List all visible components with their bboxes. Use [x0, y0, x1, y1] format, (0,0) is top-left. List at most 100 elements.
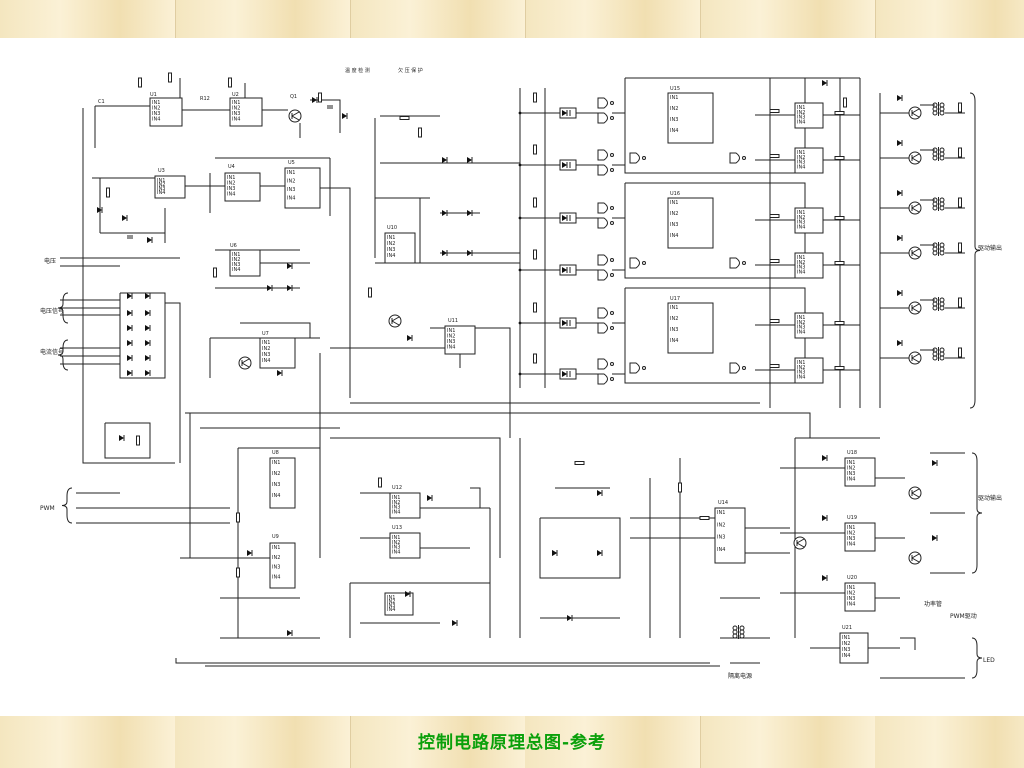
pin-label: IN1: [447, 328, 455, 334]
logic-gate: [610, 101, 614, 105]
pin-label: IN2: [287, 179, 295, 185]
resistor: [533, 144, 537, 155]
diode: [562, 267, 567, 273]
pin-label: IN4: [797, 164, 805, 170]
wire: [82, 108, 175, 464]
transistor: [911, 203, 920, 209]
diode: [127, 340, 132, 346]
ic-chip: [154, 175, 186, 199]
component-label: U7: [262, 331, 269, 337]
transistor: [391, 316, 400, 322]
label-left-top: 电压: [44, 257, 56, 265]
component-label: U8: [272, 450, 279, 456]
logic-gate: [629, 362, 640, 374]
transistor: [241, 362, 250, 368]
diode: [427, 495, 432, 501]
pin-label: IN4: [227, 192, 235, 198]
resistor: [834, 216, 845, 220]
pin-label: IN2: [152, 106, 160, 112]
pin-label: IN1: [287, 170, 295, 176]
transistor: [911, 153, 920, 159]
pin-label: IN4: [797, 224, 805, 230]
pin-label: IN2: [717, 522, 725, 528]
pin-label: IN2: [227, 181, 235, 187]
logic-gate: [597, 112, 608, 124]
resistor: [958, 197, 962, 208]
ic-chip: [259, 337, 296, 369]
pin-label: IN4: [447, 345, 455, 351]
transformer: [939, 110, 945, 116]
component-label: U5: [288, 160, 295, 166]
diode: [897, 140, 902, 146]
pin-label: IN2: [797, 215, 805, 221]
diode: [145, 310, 150, 316]
resistor: [418, 127, 422, 138]
transformer: [739, 633, 745, 639]
label-power-tube: 功率管: [924, 600, 942, 608]
junction: [518, 111, 522, 115]
diode: [562, 215, 567, 221]
pin-label: IN2: [387, 241, 395, 247]
resistor: [533, 302, 537, 313]
pin-label: IN4: [262, 358, 270, 364]
diode: [145, 370, 150, 376]
pin-label: IN4: [232, 117, 240, 123]
transformer: [939, 205, 945, 211]
logic-gate: [597, 164, 608, 176]
transformer: [939, 151, 945, 157]
junction: [518, 163, 522, 167]
pin-label: IN4: [392, 509, 400, 515]
transistor: [288, 109, 302, 123]
pin-label: IN2: [797, 155, 805, 161]
logic-gate: [729, 362, 740, 374]
label-drive-output-top: 驱动输出: [978, 244, 1002, 252]
wire: [470, 487, 481, 508]
pin-label: IN1: [670, 305, 678, 311]
pin-label: IN2: [392, 540, 400, 546]
optocoupler: [559, 264, 577, 276]
transformer: [932, 110, 938, 116]
pin-label: IN2: [262, 346, 270, 352]
resistor: [958, 147, 962, 158]
ic-chip: [794, 147, 824, 174]
top-decorative-bar: [0, 0, 1024, 38]
logic-gate: [597, 149, 608, 161]
label-pwm-drive: PWM驱动: [950, 613, 977, 620]
pin-label: IN1: [392, 535, 400, 541]
pin-label: IN4: [387, 253, 395, 259]
transistor: [908, 201, 922, 215]
pin-label: IN2: [670, 106, 678, 112]
component-label: U19: [847, 515, 857, 521]
pin-label: IN4: [842, 653, 850, 659]
transistor: [796, 538, 805, 544]
transformer: [939, 106, 945, 112]
component-label: U20: [847, 575, 857, 581]
diode: [897, 340, 902, 346]
diode: [287, 285, 292, 291]
pin-label: IN1: [797, 105, 805, 111]
pin-label: IN2: [387, 599, 395, 605]
transformer: [739, 629, 745, 635]
transistor: [911, 307, 920, 313]
diode: [822, 515, 827, 521]
logic-gate: [642, 366, 646, 370]
label-undervoltage: 欠 压 保 护: [398, 67, 423, 74]
resistor: [399, 116, 410, 120]
diode: [145, 293, 150, 299]
logic-gate: [597, 217, 608, 229]
resistor: [843, 97, 847, 108]
pin-label: IN4: [670, 338, 678, 344]
optocoupler: [559, 107, 577, 119]
transformer: [932, 151, 938, 157]
diode: [552, 550, 557, 556]
resistor: [533, 197, 537, 208]
ic-chip: [844, 457, 876, 487]
resistor: [236, 512, 240, 523]
transistor: [911, 108, 920, 114]
pin-label: IN2: [847, 466, 855, 472]
ic-chip: [384, 592, 414, 616]
label-drive-output-mid: 驱动输出: [978, 494, 1002, 502]
wire: [624, 77, 806, 174]
pin-label: IN3: [287, 187, 295, 193]
